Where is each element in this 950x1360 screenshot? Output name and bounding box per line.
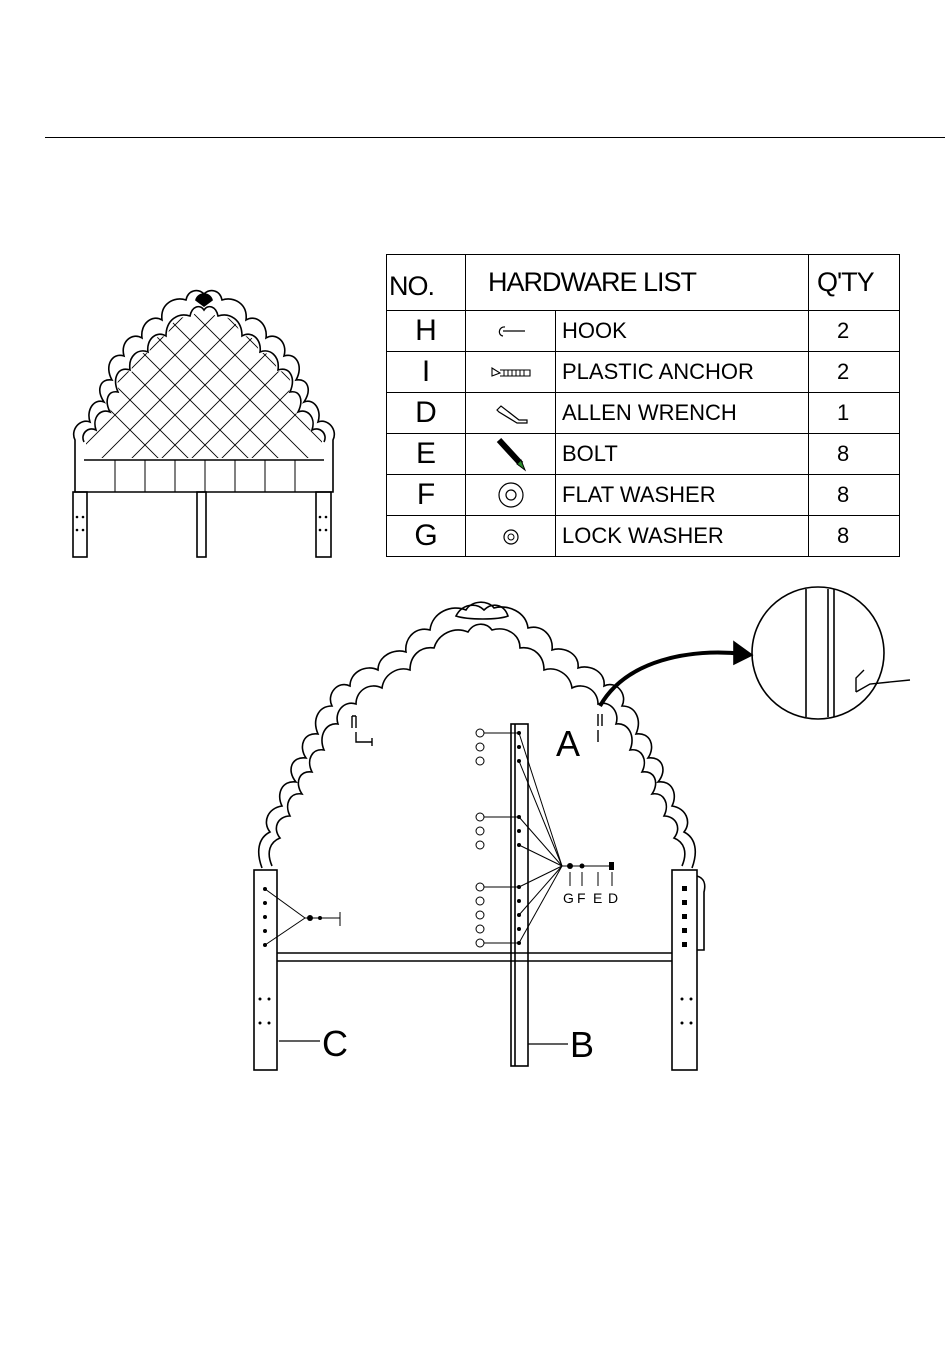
part-name: PLASTIC ANCHOR <box>556 352 809 393</box>
label-g: G <box>563 890 574 906</box>
part-number: H <box>387 311 466 352</box>
part-qty: 8 <box>809 475 900 516</box>
table-row: D ALLEN WRENCH 1 <box>387 393 900 434</box>
label-b: B <box>570 1024 594 1066</box>
part-name: BOLT <box>556 434 809 475</box>
hook-icon <box>466 311 556 352</box>
part-number: F <box>387 475 466 516</box>
part-qty: 2 <box>809 352 900 393</box>
headboard-overview <box>0 290 420 557</box>
lock-washer-icon <box>466 516 556 557</box>
column-header-hardware-list: HARDWARE LIST <box>466 255 809 311</box>
flat-washer-icon <box>466 475 556 516</box>
part-qty: 8 <box>809 516 900 557</box>
label-a: A <box>556 723 580 765</box>
part-name: LOCK WASHER <box>556 516 809 557</box>
part-name: ALLEN WRENCH <box>556 393 809 434</box>
part-number: G <box>387 516 466 557</box>
headboard-assembly <box>254 587 910 1070</box>
table-row: F FLAT WASHER 8 <box>387 475 900 516</box>
label-d: D <box>608 890 618 906</box>
column-header-no: NO. <box>387 255 466 311</box>
part-name: HOOK <box>556 311 809 352</box>
part-qty: 8 <box>809 434 900 475</box>
part-number: D <box>387 393 466 434</box>
part-number: E <box>387 434 466 475</box>
table-row: E BOLT 8 <box>387 434 900 475</box>
label-e: E <box>593 890 602 906</box>
part-name: FLAT WASHER <box>556 475 809 516</box>
bolt-icon <box>466 434 556 475</box>
plastic-anchor-icon <box>466 352 556 393</box>
table-row: I PLASTIC ANCHOR 2 <box>387 352 900 393</box>
table-header-row: NO. HARDWARE LIST Q'TY <box>387 255 900 311</box>
part-qty: 2 <box>809 311 900 352</box>
part-number: I <box>387 352 466 393</box>
part-qty: 1 <box>809 393 900 434</box>
table-row: G LOCK WASHER 8 <box>387 516 900 557</box>
hardware-list-table: NO. HARDWARE LIST Q'TY H HOOK 2 I PLASTI… <box>386 254 900 557</box>
label-f: F <box>577 890 586 906</box>
allen-wrench-icon <box>466 393 556 434</box>
label-c: C <box>322 1023 348 1065</box>
column-header-qty: Q'TY <box>809 255 900 311</box>
table-row: H HOOK 2 <box>387 311 900 352</box>
